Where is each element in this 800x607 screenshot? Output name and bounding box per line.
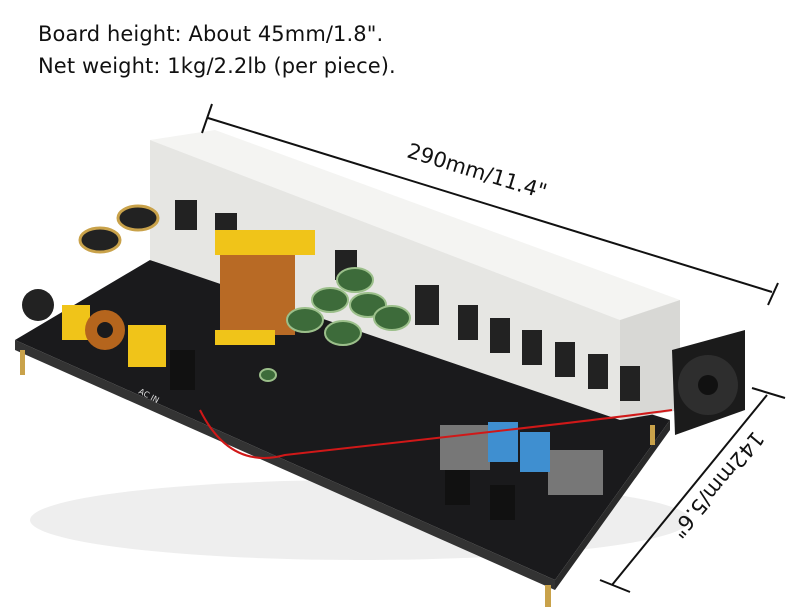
terminal-blocks [170,350,515,520]
input-capacitors [78,204,160,254]
cooling-fan [672,330,745,435]
board-height-caption: Board height: About 45mm/1.8". [38,22,384,46]
electrolytic-capacitors [259,267,411,382]
standoffs [20,350,655,607]
output-filter [440,422,603,495]
input-filter [22,289,166,367]
length-dimension-label: 290mm/11.4" [404,139,549,204]
width-dimension-label: 142mm/5.6" [666,427,769,543]
pcb-edge-right [555,420,670,590]
fan-wire [199,409,673,459]
width-dimension-line [599,387,786,593]
length-dimension-line [201,103,779,306]
transformer [215,230,315,345]
pcb-edge [15,340,555,590]
net-weight-caption: Net weight: 1kg/2.2lb (per piece). [38,54,396,78]
